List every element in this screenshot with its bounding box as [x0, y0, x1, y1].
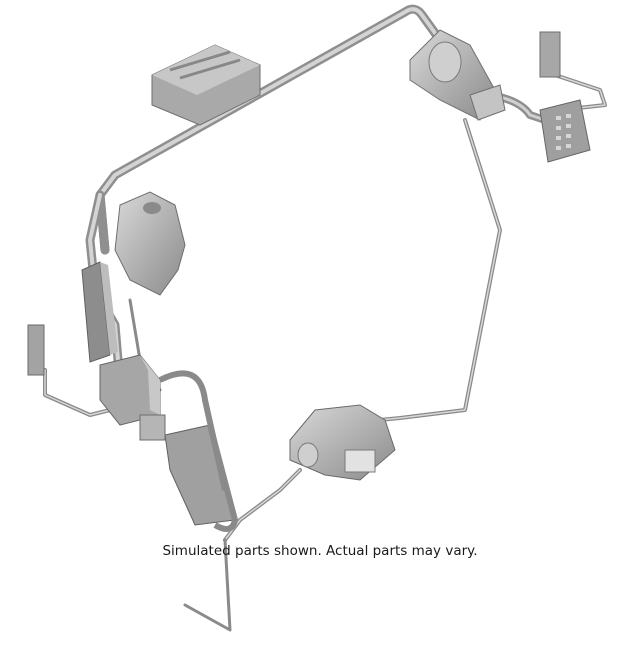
main-conduit	[85, 4, 445, 365]
connector-right-small	[539, 31, 561, 78]
bracket-bottom-center	[289, 404, 396, 481]
connector-left-small	[27, 324, 45, 376]
clip-top-right	[409, 29, 506, 121]
connector-right-block	[539, 99, 591, 163]
bracket-upper-left	[114, 191, 186, 296]
thin-wire-run	[43, 73, 607, 632]
connector-top	[151, 44, 261, 126]
connector-cluster-left	[99, 354, 239, 532]
disclaimer-caption: Simulated parts shown. Actual parts may …	[162, 543, 478, 559]
module-box	[81, 261, 118, 363]
